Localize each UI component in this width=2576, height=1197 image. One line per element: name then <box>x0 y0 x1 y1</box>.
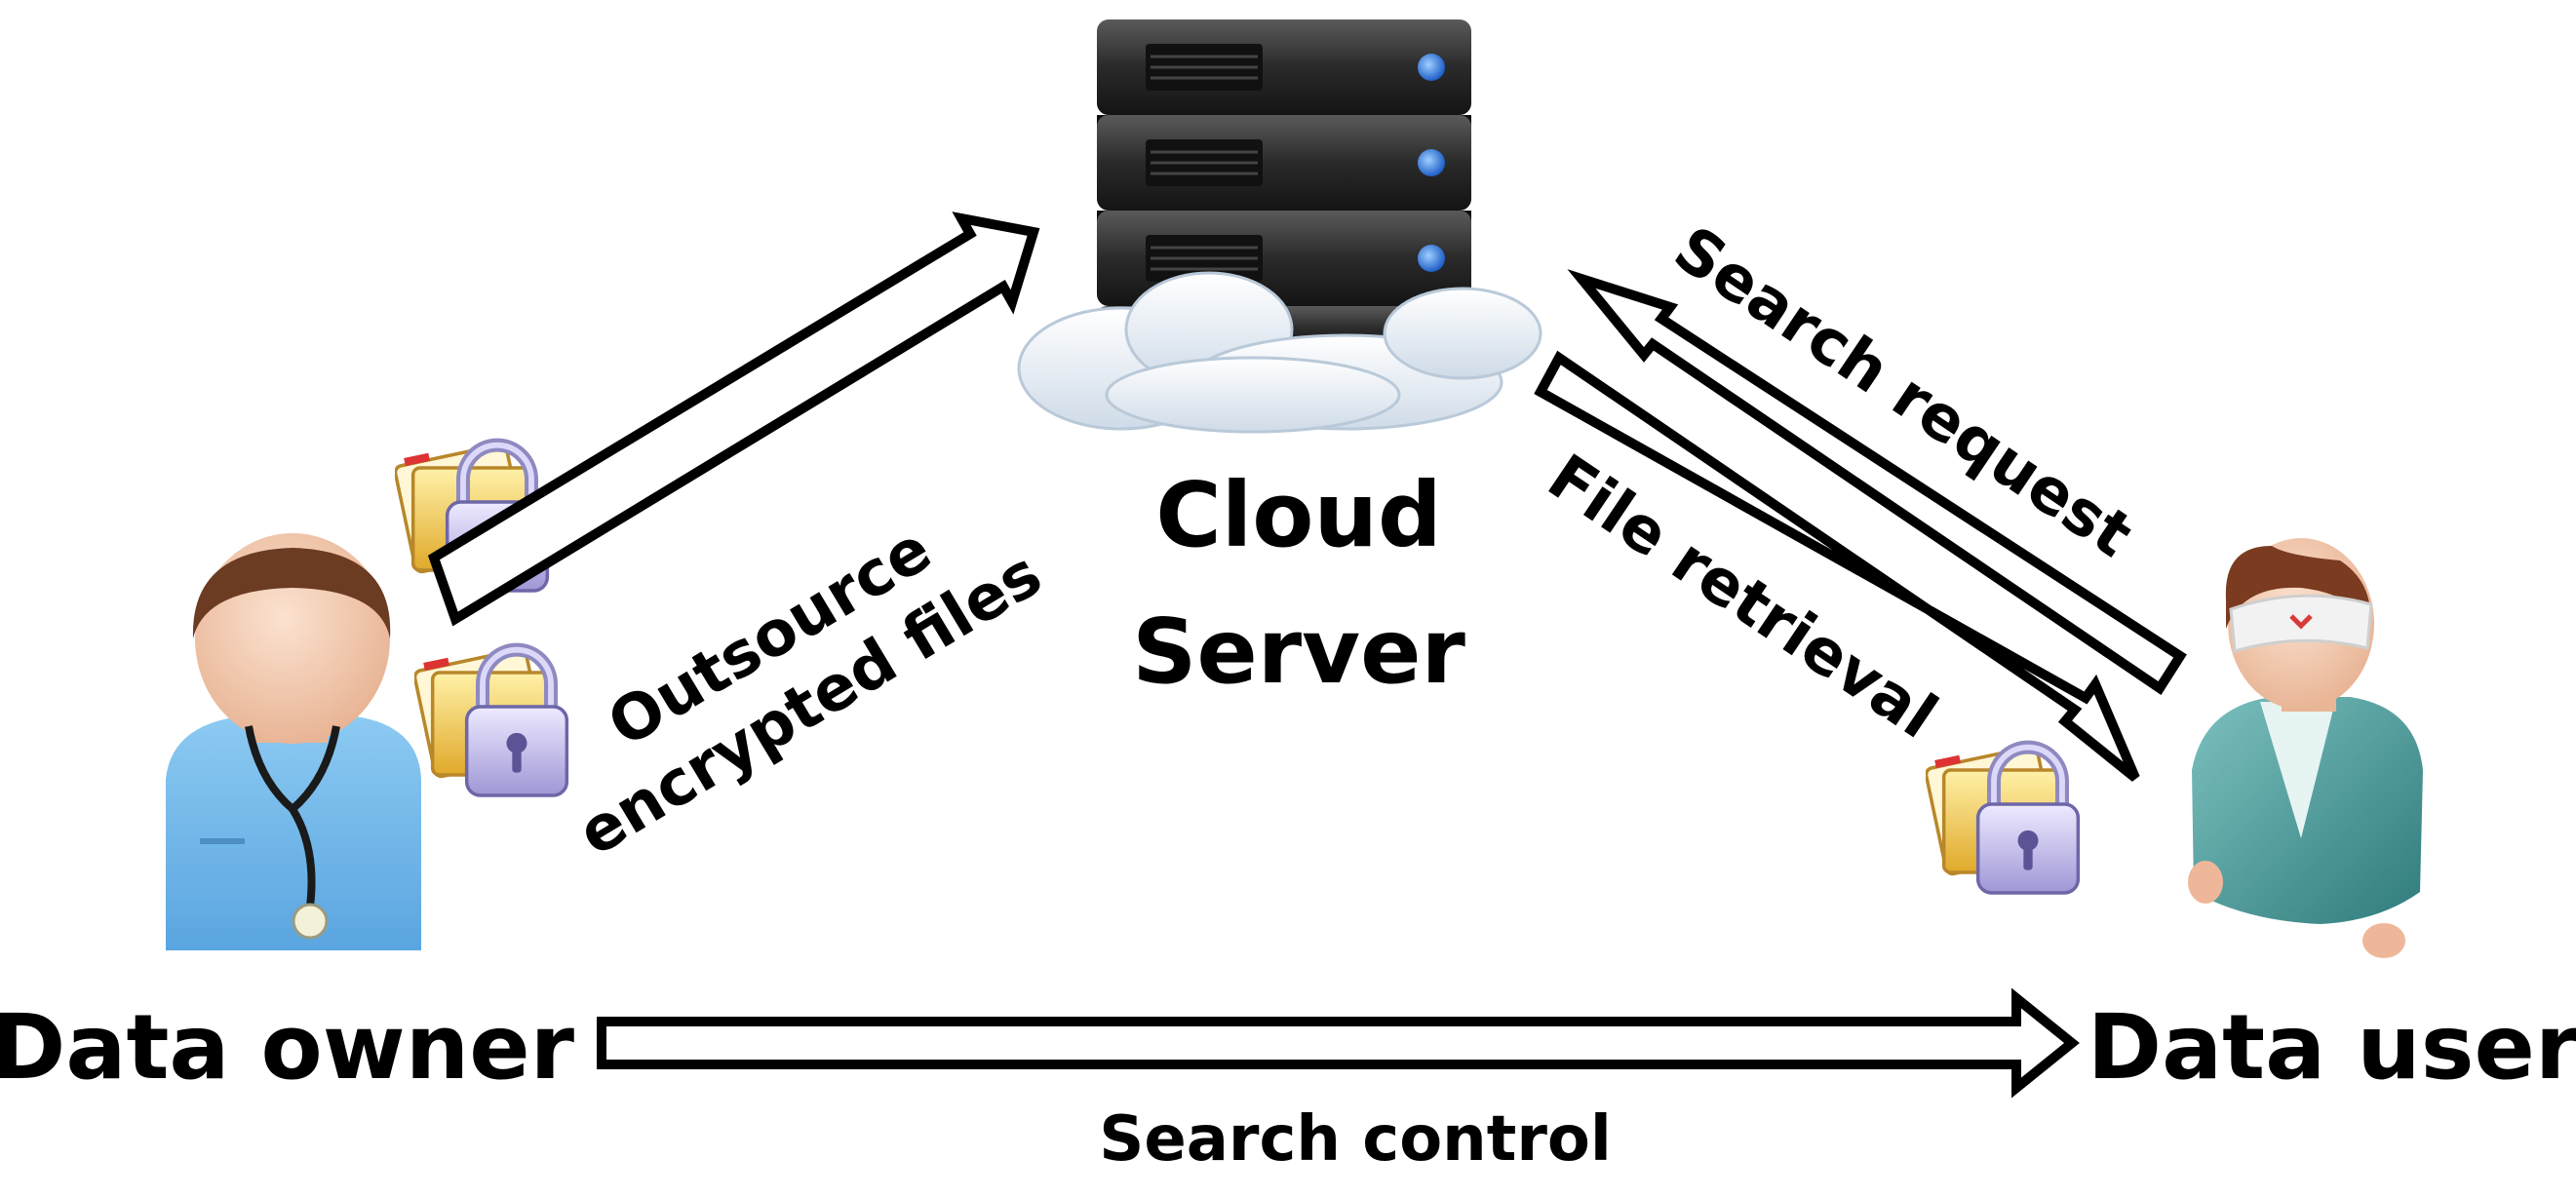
locked-folder-icon <box>413 648 566 795</box>
locked-folder-icon <box>1925 746 2078 893</box>
search-request-arrow <box>1567 269 2187 696</box>
cloud-label: Cloud <box>1155 463 1442 567</box>
server-rack-icon <box>1097 19 1471 353</box>
outsource-arrow <box>427 212 1040 627</box>
server-label: Server <box>1132 599 1465 704</box>
cloud-icon <box>1017 271 1542 434</box>
doctor-icon <box>166 533 421 950</box>
search-control-arrow <box>597 987 2080 1099</box>
patient-icon <box>2188 538 2423 958</box>
cloud-server-node: Cloud Server <box>1017 19 1542 704</box>
file-retrieval-arrow <box>1534 350 2140 782</box>
data-user-node: Data user <box>2088 538 2576 1100</box>
data-user-label: Data user <box>2088 995 2576 1100</box>
data-owner-node: Data owner <box>0 533 575 1100</box>
search-control-label: Search control <box>1099 1103 1612 1176</box>
data-owner-label: Data owner <box>0 995 575 1100</box>
